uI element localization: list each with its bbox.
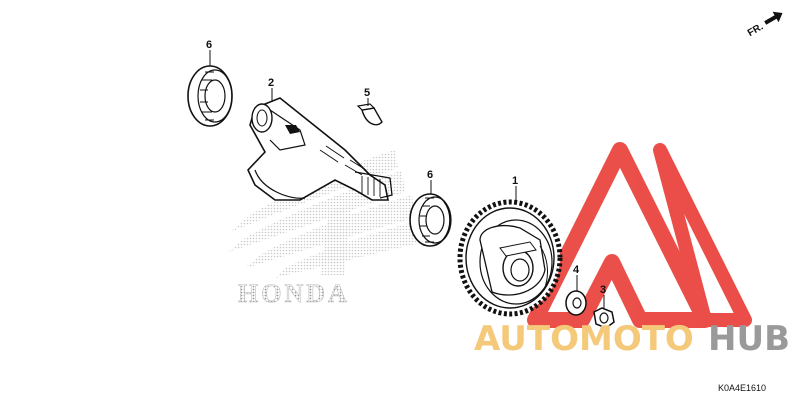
balancer-gear <box>457 199 563 317</box>
callout-6-upper: 6 <box>206 39 212 51</box>
honda-logo-text: HONDA <box>238 279 350 308</box>
leader-lines <box>209 50 605 308</box>
arrow-icon <box>764 11 783 25</box>
watermark-word-auto: AUTO <box>474 319 579 359</box>
watermark-word-hub: HUB <box>708 319 790 359</box>
callout-3: 3 <box>600 284 606 296</box>
callout-5: 5 <box>364 87 370 99</box>
diagram-code: K0A4E1610 <box>718 383 766 393</box>
bearing-lower <box>409 193 452 247</box>
callout-2: 2 <box>268 77 274 89</box>
balancer-shaft <box>247 97 393 201</box>
nut <box>593 307 615 329</box>
watermark-text: AUTO MOTO HUB <box>474 319 790 359</box>
bearing-upper <box>187 65 233 127</box>
callout-6-lower: 6 <box>427 169 433 181</box>
direction-marker: FR. <box>746 11 783 39</box>
callout-4: 4 <box>573 264 580 276</box>
direction-label: FR. <box>746 21 766 39</box>
watermark-logo <box>527 142 752 328</box>
washer <box>565 290 587 316</box>
callout-1: 1 <box>512 175 518 187</box>
woodruff-key <box>356 103 383 126</box>
watermark-word-moto: MOTO <box>579 319 694 359</box>
